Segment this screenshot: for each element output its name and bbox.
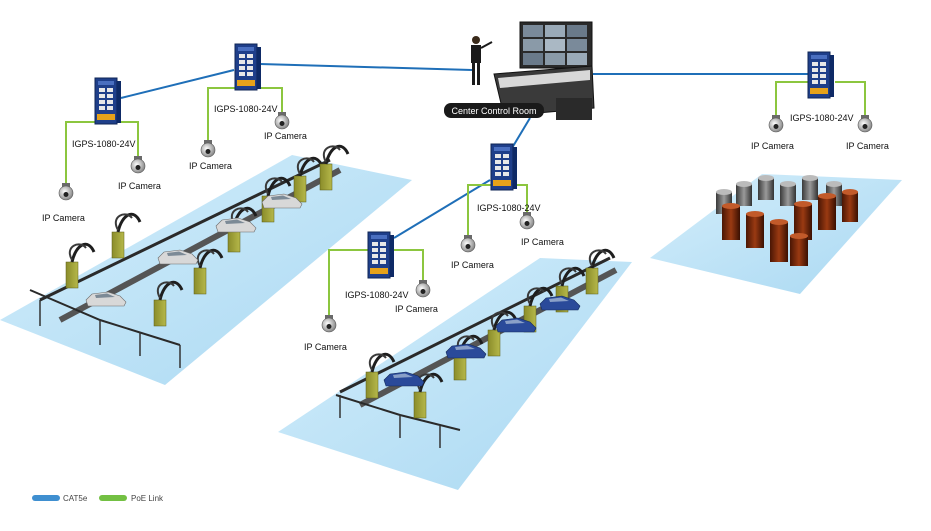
poe-link — [393, 249, 424, 282]
switch-4: IGPS-1080-24V — [345, 231, 409, 300]
camera-7: IP Camera — [304, 314, 347, 352]
camera-1: IP Camera — [42, 182, 85, 223]
poe-link — [467, 184, 491, 238]
legend-swatch-cat5e — [32, 495, 60, 501]
ip-camera-icon — [321, 314, 337, 333]
camera-7-label: IP Camera — [304, 342, 347, 352]
ip-camera-icon — [460, 234, 476, 253]
switch-3-label: IGPS-1080-24V — [477, 203, 541, 213]
control-room: Center Control Room — [444, 21, 595, 120]
poe-link — [65, 121, 95, 185]
switch-2: IGPS-1080-24V — [214, 43, 278, 114]
switch-2-label: IGPS-1080-24V — [214, 104, 278, 114]
network-switch-icon — [807, 51, 835, 99]
legend: CAT5e PoE Link — [32, 494, 164, 503]
cat5e-link — [393, 179, 491, 239]
ip-camera-icon — [519, 211, 535, 230]
center-production-line — [335, 248, 618, 448]
legend-label-poe: PoE Link — [131, 494, 164, 503]
camera-1-label: IP Camera — [42, 213, 85, 223]
ip-camera-icon — [58, 182, 74, 201]
camera-8: IP Camera — [395, 279, 438, 314]
camera-6-label: IP Camera — [521, 237, 564, 247]
camera-10-label: IP Camera — [846, 141, 889, 151]
poe-link — [775, 81, 808, 117]
left-production-line — [29, 144, 350, 368]
poe-links — [65, 81, 866, 318]
camera-9: IP Camera — [751, 114, 794, 151]
camera-5: IP Camera — [451, 234, 494, 270]
poe-link — [516, 184, 528, 214]
legend-swatch-poe — [99, 495, 127, 501]
camera-5-label: IP Camera — [451, 260, 494, 270]
cat5e-link — [120, 69, 235, 99]
network-switch-icon — [367, 231, 395, 279]
poe-link — [207, 87, 235, 142]
camera-4-label: IP Camera — [264, 131, 307, 141]
camera-8-label: IP Camera — [395, 304, 438, 314]
camera-9-label: IP Camera — [751, 141, 794, 151]
camera-2-label: IP Camera — [118, 181, 161, 191]
ip-camera-icon — [415, 279, 431, 298]
ip-camera-icon — [274, 111, 290, 130]
camera-2: IP Camera — [118, 155, 161, 191]
ip-camera-icon — [857, 114, 873, 133]
control-room-label-box — [444, 103, 544, 118]
camera-10: IP Camera — [846, 114, 889, 151]
poe-link — [261, 87, 283, 115]
switch-5-label: IGPS-1080-24V — [790, 113, 854, 123]
storage-tanks — [716, 175, 858, 266]
switch-1-label: IGPS-1080-24V — [72, 139, 136, 149]
switch-5: IGPS-1080-24V — [790, 51, 854, 123]
switch-1: IGPS-1080-24V — [72, 77, 136, 149]
camera-3: IP Camera — [189, 139, 232, 171]
cat5e-link — [259, 63, 473, 71]
poe-link — [835, 81, 866, 117]
switch-3: IGPS-1080-24V — [477, 143, 541, 213]
ip-camera-icon — [200, 139, 216, 158]
ip-camera-icon — [130, 155, 146, 174]
poe-link — [121, 121, 139, 158]
poe-link — [328, 249, 368, 318]
network-switch-icon — [94, 77, 122, 125]
operator-figure — [471, 36, 493, 85]
camera-3-label: IP Camera — [189, 161, 232, 171]
network-switch-icon — [234, 43, 262, 91]
camera-6: IP Camera — [519, 211, 564, 247]
camera-4: IP Camera — [264, 111, 307, 141]
switch-4-label: IGPS-1080-24V — [345, 290, 409, 300]
ip-camera-icon — [768, 114, 784, 133]
network-switch-icon — [490, 143, 518, 191]
legend-label-cat5e: CAT5e — [63, 494, 88, 503]
control-room-label: Center Control Room — [451, 106, 536, 116]
